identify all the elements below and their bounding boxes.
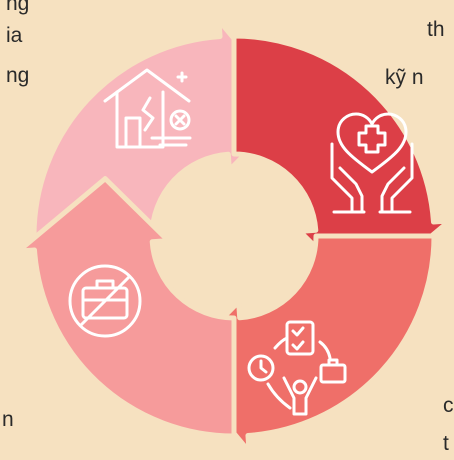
text-top-left-line-2: ia <box>6 24 23 47</box>
text-bottom-right-line-2: t <box>443 432 449 455</box>
text-top-right-line-2: kỹ n <box>385 66 424 89</box>
no-briefcase-icon <box>68 264 142 338</box>
segment-top-right <box>231 33 452 296</box>
damaged-house-icon <box>103 68 192 149</box>
text-bottom-left-line-1: n <box>2 408 14 431</box>
heart-care-hands-icon <box>330 112 414 214</box>
text-top-right-line-1: th <box>427 18 445 41</box>
time-management-person-icon <box>247 320 347 416</box>
segment-bottom-right <box>174 233 437 454</box>
text-bottom-right-line-1: c <box>443 394 454 417</box>
text-top-left-line-1: ng <box>6 0 30 15</box>
text-top-left-line-3: ng <box>6 64 30 87</box>
